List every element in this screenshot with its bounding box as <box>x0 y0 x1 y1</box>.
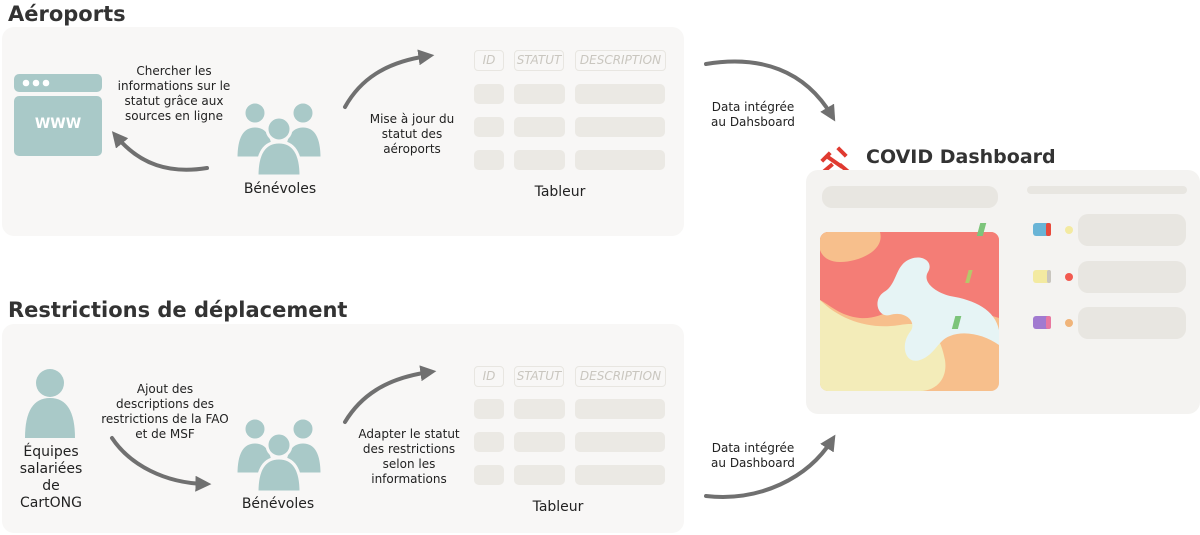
sheet-cell <box>514 399 565 419</box>
sheet-cell <box>514 465 565 485</box>
legend-swatch-icon <box>951 316 1051 329</box>
dashboard-title: COVID Dashboard <box>866 146 1056 168</box>
sheet-cell <box>514 150 565 170</box>
airports-title: Aéroports <box>8 2 126 26</box>
sheet-header-statut: STATUT <box>514 50 564 71</box>
legend-swatch-icon <box>976 223 1051 236</box>
legend-dot <box>1065 226 1073 234</box>
sheet-cell <box>514 432 565 452</box>
sheet-cell <box>575 84 665 104</box>
arrow-to-sheet-bottom <box>343 365 437 424</box>
update-label: Mise à jour du statut des aéroports <box>369 112 455 156</box>
sheet-cell <box>575 399 665 419</box>
sheet-header-description: DESCRIPTION <box>575 366 666 387</box>
dashboard-header-bar <box>1027 186 1187 194</box>
sheet-cell <box>575 432 665 452</box>
arrow-to-browser <box>111 131 209 172</box>
sheet-cell <box>474 432 504 452</box>
sheet-header-id: ID <box>474 366 504 387</box>
restrictions-integration-label: Data intégrée au Dashboard <box>711 441 795 470</box>
restrictions-sheet-label: Tableur <box>532 499 584 515</box>
arrow-to-dashboard-bottom <box>704 434 836 499</box>
legend-item-bar <box>1078 261 1186 293</box>
add-descriptions-label: Ajout des descriptions des restrictions … <box>101 382 229 441</box>
sheet-cell <box>474 84 504 104</box>
browser-www-text: WWW <box>34 116 82 132</box>
restrictions-panel <box>2 324 684 533</box>
sheet-cell <box>514 84 565 104</box>
sheet-header-statut: STATUT <box>514 366 564 387</box>
dashboard-search-bar <box>822 186 998 208</box>
sheet-cell <box>575 150 665 170</box>
adapt-label: Adapter le statut des restrictions selon… <box>358 427 460 486</box>
arrow-staff-to-volunteers <box>110 436 212 492</box>
staff-label: Équipes salariées de CartONG <box>19 444 83 511</box>
airports-sheet-label: Tableur <box>534 184 586 200</box>
search-label: Chercher les informations sur le statut … <box>117 64 231 123</box>
sheet-cell <box>474 117 504 137</box>
arrow-to-dashboard-top <box>704 59 836 122</box>
sheet-cell <box>474 465 504 485</box>
sheet-cell <box>474 150 504 170</box>
airports-integration-label: Data intégrée au Dahsboard <box>711 100 795 129</box>
arrow-to-sheet-top <box>343 49 435 109</box>
restrictions-volunteers-label: Bénévoles <box>241 496 315 512</box>
legend-dot <box>1065 319 1073 327</box>
legend-dot <box>1065 273 1073 281</box>
sheet-header-description: DESCRIPTION <box>575 50 666 71</box>
sheet-header-id: ID <box>474 50 504 71</box>
sheet-cell <box>474 399 504 419</box>
airports-volunteers-label: Bénévoles <box>243 181 317 197</box>
sheet-cell <box>575 465 665 485</box>
restrictions-title: Restrictions de déplacement <box>8 298 348 322</box>
legend-swatch-icon <box>965 270 1051 283</box>
sheet-cell <box>575 117 665 137</box>
legend-item-bar <box>1078 307 1186 339</box>
sheet-cell <box>514 117 565 137</box>
legend-item-bar <box>1078 214 1186 246</box>
